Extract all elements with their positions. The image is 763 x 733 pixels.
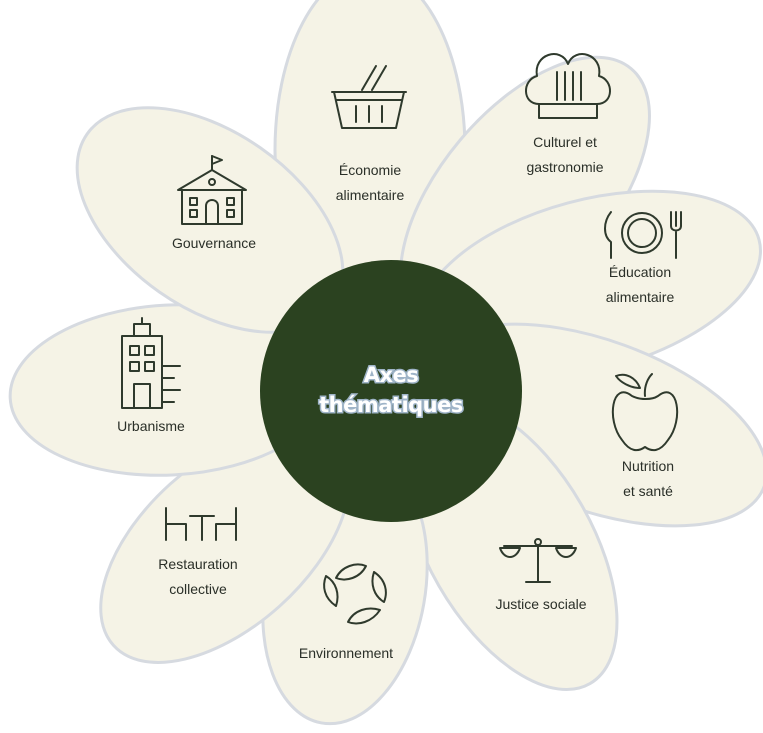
label-urbanisme: Urbanisme (117, 418, 185, 434)
label-education-line2: alimentaire (606, 289, 675, 305)
basket-icon (331, 65, 407, 129)
petal-labels: Économie alimentaire Culturel et gastron… (117, 134, 674, 661)
label-justice: Justice sociale (495, 596, 586, 612)
table-chairs-icon (165, 507, 237, 541)
center-title-line1: Axes (364, 363, 419, 387)
recycle-leaves-icon (323, 563, 387, 625)
label-culturel-line2: gastronomie (526, 159, 603, 175)
label-restauration-line1: Restauration (158, 556, 237, 572)
label-education-line1: Éducation (609, 264, 671, 280)
label-nutrition-line1: Nutrition (622, 458, 674, 474)
label-restauration-line2: collective (169, 581, 227, 597)
plate-cutlery-icon (604, 211, 682, 259)
label-economie-line2: alimentaire (336, 187, 405, 203)
label-economie-line1: Économie (339, 162, 401, 178)
town-hall-icon (177, 155, 247, 225)
center-circle (260, 260, 522, 522)
center-title-line2: thématiques (319, 393, 463, 417)
scales-icon (499, 538, 577, 583)
building-icon (121, 317, 181, 409)
chef-hat-icon (525, 53, 611, 119)
label-environnement: Environnement (299, 645, 393, 661)
label-nutrition-line2: et santé (623, 483, 673, 499)
apple-icon (611, 373, 679, 452)
label-culturel-line1: Culturel et (533, 134, 597, 150)
label-gouvernance: Gouvernance (172, 235, 256, 251)
